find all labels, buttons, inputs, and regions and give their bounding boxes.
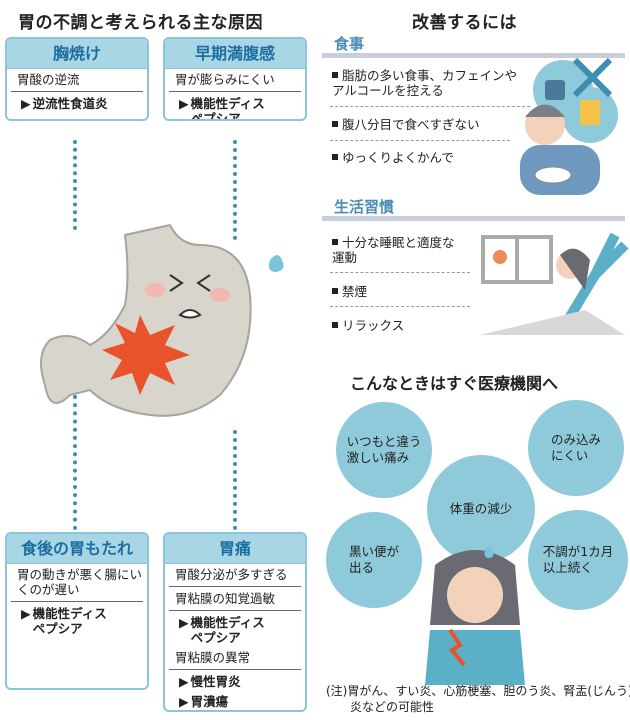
box-cause: 胃粘膜の異常 (175, 650, 251, 665)
box-header: 胸焼け (7, 39, 147, 69)
cause-box-early-satiety: 早期満腹感 胃が膨らみにくい ▶機能性ディス ペプシア (163, 37, 307, 121)
bullet-icon (332, 154, 338, 160)
box-cause: 胃粘膜の知覚過敏 (175, 591, 276, 606)
lifestyle-item: リラックス (332, 318, 404, 333)
box-result: ▶胃潰瘍 (179, 694, 229, 709)
cause-box-heartburn: 胸焼け 胃酸の逆流 ▶逆流性食道炎 (5, 37, 149, 121)
diet-item: 脂肪の多い食事、カフェインや アルコールを控える (332, 68, 518, 98)
box-header: 食後の胃もたれ (7, 534, 147, 564)
bullet-icon (332, 121, 338, 127)
sun-icon (493, 250, 507, 264)
box-result: ▶機能性ディス ペプシア (179, 615, 265, 645)
symptom-circle: 不調が1カ月 以上続く (528, 510, 628, 610)
box-cause: 胃酸の逆流 (17, 72, 80, 87)
box-cause: 胃が膨らみにくい (175, 72, 275, 87)
box-header: 胃痛 (165, 534, 305, 564)
stomach-illustration (40, 223, 284, 417)
symptom-circle: 体重の減少 (427, 455, 535, 563)
triangle-icon: ▶ (21, 606, 31, 621)
diet-item: ゆっくりよくかんで (332, 150, 454, 165)
triangle-icon: ▶ (21, 96, 31, 111)
coffee-icon (545, 80, 565, 100)
section-heading-diet: 食事 (322, 35, 625, 58)
triangle-icon: ▶ (179, 615, 189, 630)
footnote: (注)胃がん、すい炎、心筋梗塞、胆のう炎、腎盂(じんう) 炎などの可能性 (326, 684, 630, 714)
lifestyle-item: 十分な睡眠と適度な 運動 (332, 235, 455, 265)
bullet-icon (332, 288, 338, 294)
triangle-icon: ▶ (179, 96, 189, 111)
box-header: 早期満腹感 (165, 39, 305, 69)
cause-box-postprandial: 食後の胃もたれ 胃の動きが悪く腸にいくのが遅い ▶機能性ディス ペプシア (5, 532, 149, 690)
bullet-icon (332, 72, 338, 78)
box-result: ▶慢性胃炎 (179, 674, 241, 689)
lifestyle-item: 禁煙 (332, 284, 367, 299)
box-cause: 胃酸分泌が多すぎる (175, 567, 288, 582)
box-result: ▶逆流性食道炎 (21, 96, 108, 111)
box-cause: 胃の動きが悪く腸にいくのが遅い (17, 567, 143, 597)
box-result: ▶機能性ディス ペプシア (21, 606, 107, 636)
bullet-icon (332, 322, 338, 328)
symptom-circle: いつもと違う 激しい痛み (336, 402, 432, 498)
triangle-icon: ▶ (179, 694, 189, 709)
pain-burst-icon (102, 315, 190, 395)
diet-item: 腹八分目で食べすぎない (332, 117, 480, 132)
woman-in-pain-illustration (425, 546, 525, 685)
symptom-circle: 黒い便が 出る (326, 512, 422, 608)
man-eating-illustration (520, 57, 618, 195)
causes-title: 胃の不調と考えられる主な原因 (18, 13, 263, 33)
box-result: ▶機能性ディス ペプシア (165, 93, 305, 119)
cause-box-stomachache: 胃痛 胃酸分泌が多すぎる 胃粘膜の知覚過敏 ▶機能性ディス ペプシア 胃粘膜の異… (163, 532, 307, 712)
urgent-title: こんなときはすぐ医療機関へ (350, 374, 559, 393)
triangle-icon: ▶ (179, 674, 189, 689)
improve-title: 改善するには (412, 13, 517, 33)
woman-stretching-illustration (480, 232, 629, 335)
symptom-circle: のみ込み にくい (528, 400, 624, 496)
beer-icon (580, 100, 600, 125)
section-heading-lifestyle: 生活習慣 (322, 198, 625, 221)
bullet-icon (332, 239, 338, 245)
